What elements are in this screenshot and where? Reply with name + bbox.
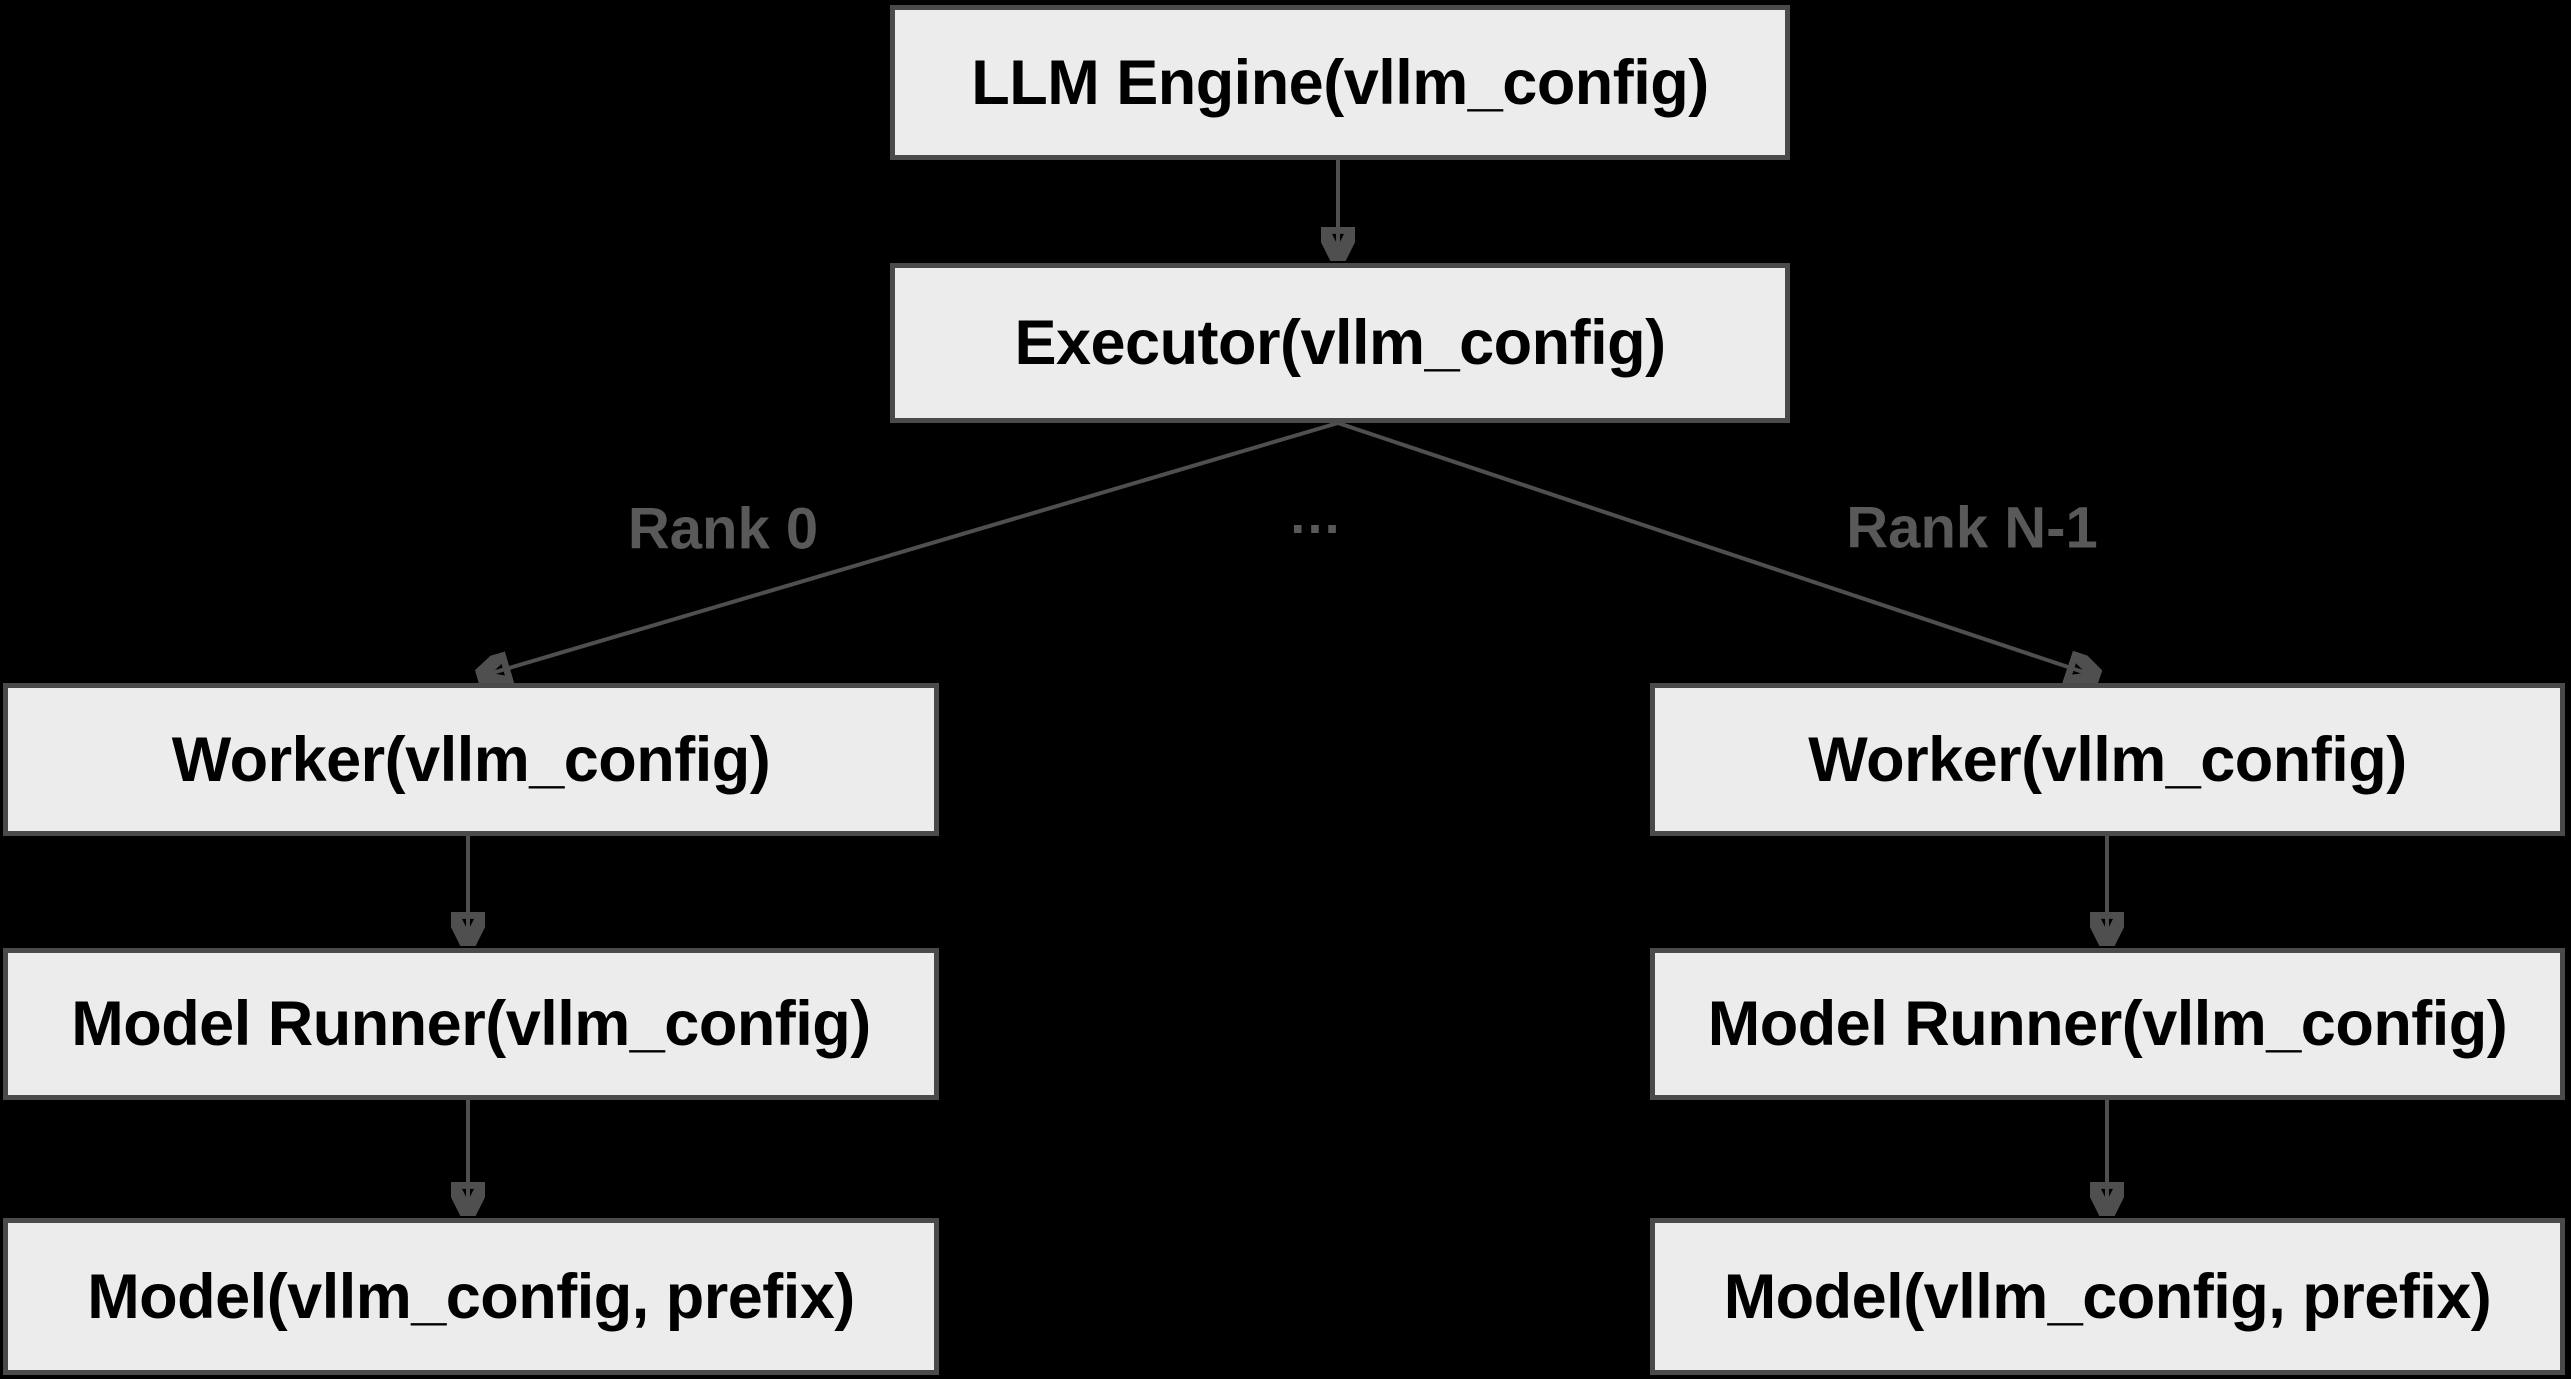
edge-label-rank-n-1: Rank N-1 (1846, 495, 2098, 561)
node-worker-rank-0-label: Worker(vllm_config) (171, 724, 771, 795)
edge-label-ellipsis: … (1288, 485, 1344, 545)
node-model-rank-n-1: Model(vllm_config, prefix) (1650, 1218, 2565, 1375)
node-model-runner-rank-n-1: Model Runner(vllm_config) (1650, 948, 2565, 1100)
node-model-runner-rank-0: Model Runner(vllm_config) (3, 948, 939, 1100)
node-worker-rank-0: Worker(vllm_config) (3, 683, 939, 836)
node-executor-label: Executor(vllm_config) (1014, 308, 1666, 378)
edge-executor-to-worker-left (482, 421, 1339, 676)
node-worker-rank-n-1-label: Worker(vllm_config) (1808, 724, 2407, 795)
node-model-rank-0: Model(vllm_config, prefix) (3, 1218, 939, 1375)
node-llm-engine-label: LLM Engine(vllm_config) (971, 47, 1709, 118)
node-model-rank-n-1-label: Model(vllm_config, prefix) (1723, 1261, 2492, 1332)
node-worker-rank-n-1: Worker(vllm_config) (1650, 683, 2565, 836)
node-llm-engine: LLM Engine(vllm_config) (890, 5, 1790, 160)
node-model-runner-rank-0-label: Model Runner(vllm_config) (71, 989, 871, 1059)
node-model-runner-rank-n-1-label: Model Runner(vllm_config) (1707, 989, 2508, 1059)
node-model-rank-0-label: Model(vllm_config, prefix) (87, 1261, 855, 1332)
edge-label-rank-0: Rank 0 (627, 496, 819, 562)
node-executor: Executor(vllm_config) (890, 263, 1790, 423)
